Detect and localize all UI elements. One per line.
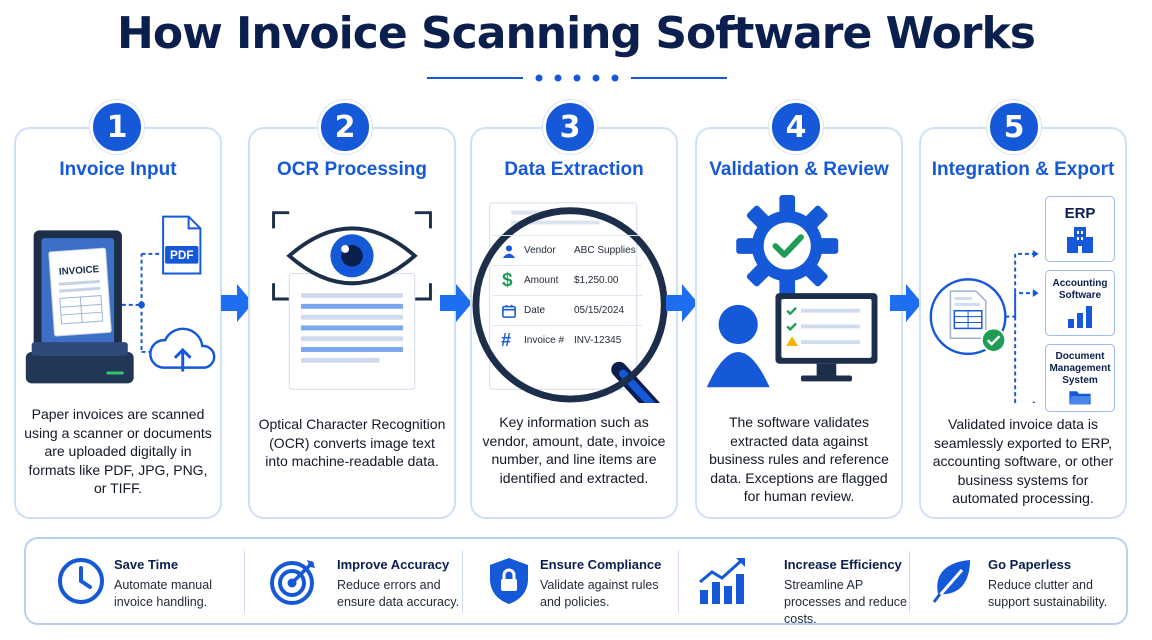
benefit-title: Improve Accuracy xyxy=(337,557,450,572)
benefit-title: Increase Efficiency xyxy=(784,557,902,572)
export-target-document-management: Document Management System xyxy=(1045,344,1115,412)
clock-icon xyxy=(58,558,104,604)
step-title: Data Extraction xyxy=(504,159,644,180)
building-icon xyxy=(1067,227,1093,253)
bar-chart-icon xyxy=(1068,306,1092,328)
growth-chart-icon xyxy=(699,558,745,604)
export-target-erp: ERP xyxy=(1045,196,1115,262)
scanner-illustration: INVOICE PDF xyxy=(25,215,216,384)
benefit-description: Automate manual invoice handling. xyxy=(114,578,212,609)
dollar-icon: $ xyxy=(502,270,513,291)
ocr-eye-illustration xyxy=(272,211,432,390)
step-card-validation-review: Validation & Review The software validat… xyxy=(695,127,903,519)
benefit-title: Ensure Compliance xyxy=(540,557,662,572)
person-icon xyxy=(502,245,516,258)
invoice-doc-label: INVOICE xyxy=(59,264,100,278)
divider xyxy=(678,551,679,613)
field-label: Invoice # xyxy=(524,335,565,346)
step-title: OCR Processing xyxy=(277,159,427,180)
benefit-description: Validate against rules and policies. xyxy=(540,578,659,609)
title-divider xyxy=(427,74,727,82)
export-target-label: ERP xyxy=(1064,205,1096,222)
arrow-right-icon xyxy=(221,284,253,322)
field-value: ABC Supplies xyxy=(574,245,636,256)
benefit-go-paperless: Go Paperless Reduce clutter and support … xyxy=(928,539,1118,623)
step-title: Invoice Input xyxy=(59,159,177,180)
export-target-label: Accounting Software xyxy=(1052,278,1108,301)
step-description: The software validates extracted data ag… xyxy=(709,414,889,504)
step-card-ocr-processing: OCR Processing Optical Character Recogni… xyxy=(248,127,456,519)
step-number-badge: 4 xyxy=(769,100,823,154)
benefit-title: Save Time xyxy=(114,557,179,572)
benefits-bar: Save Time Automate manual invoice handli… xyxy=(24,537,1128,626)
field-value: 05/15/2024 xyxy=(574,305,625,316)
step-number-badge: 3 xyxy=(543,100,597,154)
leaf-icon xyxy=(932,560,970,603)
benefit-save-time: Save Time Automate manual invoice handli… xyxy=(56,539,246,623)
extracted-fields: Vendor ABC Supplies $ Amount $1,250.00 D… xyxy=(492,235,642,355)
step-number-badge: 5 xyxy=(987,100,1041,154)
benefit-ensure-compliance: Ensure Compliance Validate against rules… xyxy=(484,539,684,623)
field-row-date: Date 05/15/2024 xyxy=(492,295,642,325)
export-target-accounting-software: Accounting Software xyxy=(1045,270,1115,336)
benefit-description: Reduce errors and ensure data accuracy. xyxy=(337,578,460,609)
magnifier-illustration xyxy=(472,202,668,403)
step-description: Paper invoices are scanned using a scann… xyxy=(24,406,212,496)
export-target-label: Document Management System xyxy=(1049,351,1111,386)
page-title: How Invoice Scanning Software Works xyxy=(117,8,1036,59)
step-title: Integration & Export xyxy=(931,159,1115,180)
hash-icon: # xyxy=(501,330,512,350)
divider xyxy=(462,551,463,613)
step-title: Validation & Review xyxy=(709,159,889,180)
validation-illustration xyxy=(706,195,878,388)
benefit-improve-accuracy: Improve Accuracy Reduce errors and ensur… xyxy=(269,539,479,623)
divider xyxy=(244,551,245,613)
benefit-increase-efficiency: Increase Efficiency Streamline AP proces… xyxy=(698,539,908,626)
target-icon xyxy=(270,560,315,605)
calendar-icon xyxy=(502,304,516,318)
field-value: $1,250.00 xyxy=(574,275,619,286)
benefit-description: Reduce clutter and support sustainabilit… xyxy=(988,578,1108,609)
benefit-description: Streamline AP processes and reduce costs… xyxy=(784,578,907,626)
integration-illustration xyxy=(929,249,1039,403)
pdf-file-label: PDF xyxy=(170,249,194,262)
field-row-amount: $ Amount $1,250.00 xyxy=(492,265,642,295)
benefit-title: Go Paperless xyxy=(988,557,1072,572)
field-row-vendor: Vendor ABC Supplies xyxy=(492,235,642,265)
field-value: INV-12345 xyxy=(574,335,622,346)
arrow-right-icon xyxy=(666,284,698,322)
step-description: Key information such as vendor, amount, … xyxy=(482,414,666,486)
divider xyxy=(909,551,910,613)
folder-icon xyxy=(1069,391,1091,405)
field-label: Vendor xyxy=(524,245,556,256)
arrow-right-icon xyxy=(440,284,472,322)
step-description: Validated invoice data is seamlessly exp… xyxy=(932,416,1114,506)
step-card-invoice-input: Invoice Input INVOICE PDF Paper invoices… xyxy=(14,127,222,519)
step-description: Optical Character Recognition (OCR) conv… xyxy=(258,416,446,469)
step-number-badge: 1 xyxy=(90,100,144,154)
shield-lock-icon xyxy=(490,558,528,604)
field-label: Date xyxy=(524,305,546,316)
field-label: Amount xyxy=(524,275,559,286)
arrow-right-icon xyxy=(890,284,922,322)
step-card-data-extraction: Data Extraction Vendor ABC Supplies $ Am… xyxy=(470,127,678,519)
field-row-invoice-number: # Invoice # INV-12345 xyxy=(492,325,642,355)
step-number-badge: 2 xyxy=(318,100,372,154)
